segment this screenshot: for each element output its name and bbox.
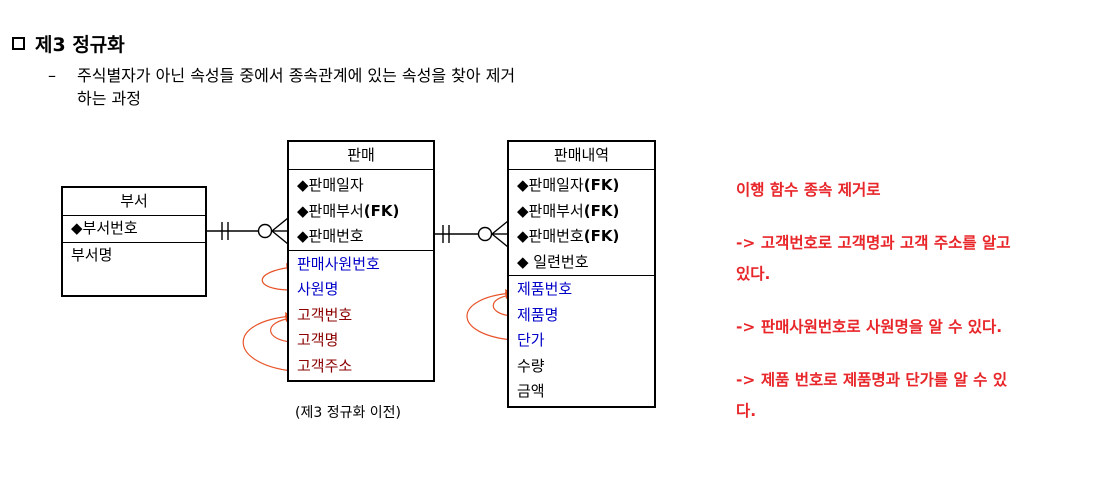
relationship-panmae-panmaenaeyeok [435, 220, 509, 248]
entity-panmaenaeyeok-attr: 제품명 [517, 305, 559, 324]
entity-panmaenaeyeok: 판매내역 ◆판매일자(FK) ◆판매부서(FK) ◆판매번호(FK) ◆ 일련번… [507, 140, 656, 408]
entity-panmae-attr: 고객명 [297, 331, 339, 349]
entity-panmae-name: 판매 [289, 142, 433, 170]
entity-busuh: 부서 ◆부서번호 부서명 [61, 186, 207, 297]
entity-panmaenaeyeok-attr: 단가 [517, 331, 545, 349]
entity-panmaenaeyeok-attr: 제품번호 [517, 280, 573, 298]
entity-panmae-key: ◆판매부서(FK) [297, 201, 400, 220]
entity-panmae: 판매 ◆판매일자 ◆판매부서(FK) ◆판매번호 판매사원번호 사원명 고객번호… [287, 140, 435, 382]
description-dash: – [48, 66, 56, 85]
note-2: -> 판매사원번호로 사원명을 알 수 있다. [736, 318, 1003, 336]
notes-heading: 이행 함수 종속 제거로 [736, 181, 881, 199]
entity-panmaenaeyeok-keys: ◆판매일자(FK) ◆판매부서(FK) ◆판매번호(FK) ◆ 일련번호 [509, 170, 654, 276]
diagram-caption: (제3 정규화 이전) [295, 405, 402, 421]
note-1-line-2: 있다. [736, 265, 771, 283]
entity-busuh-key: ◆부서번호 [71, 219, 138, 237]
description-line-1: 주식별자가 아닌 속성들 중에서 종속관계에 있는 속성을 찾아 제거 [77, 66, 516, 85]
dependency-arrow-gogaek [242, 315, 293, 372]
checkbox-bullet-icon [12, 37, 25, 50]
relationship-busuh-panmae [207, 217, 289, 245]
entity-panmae-attr: 고객번호 [297, 305, 353, 324]
note-1-line-1: -> 고객번호로 고객명과 고객 주소를 알고 [736, 234, 1011, 252]
entity-panmaenaeyeok-attr: 수량 [517, 356, 545, 375]
entity-panmaenaeyeok-key: ◆ 일련번호 [517, 252, 589, 271]
entity-panmae-keys: ◆판매일자 ◆판매부서(FK) ◆판매번호 [289, 170, 433, 251]
dependency-arrow-gogaekmyeong [270, 317, 293, 343]
entity-panmae-attr: 고객주소 [297, 356, 353, 375]
entity-panmae-attrs: 판매사원번호 사원명 고객번호 고객명 고객주소 [289, 251, 433, 380]
entity-panmae-attr: 판매사원번호 [297, 254, 380, 273]
entity-panmaenaeyeok-attrs: 제품번호 제품명 단가 수량 금액 [509, 276, 654, 405]
entity-panmae-key: ◆판매일자 [297, 176, 364, 194]
section-title: 제3 정규화 [12, 30, 125, 57]
entity-busuh-attr: 부서명 [71, 245, 113, 264]
note-3-line-1: -> 제품 번호로 제품명과 단가를 알 수 있 [736, 371, 1008, 389]
entity-panmae-attr: 사원명 [297, 280, 339, 298]
entity-busuh-name: 부서 [63, 188, 205, 216]
entity-busuh-keys: ◆부서번호 [63, 216, 205, 243]
description-line-2: 하는 과정 [77, 89, 141, 108]
description: – 주식별자가 아닌 속성들 중에서 종속관계에 있는 속성을 찾아 제거 하는… [48, 64, 515, 110]
notes-panel: 이행 함수 종속 제거로 -> 고객번호로 고객명과 고객 주소를 알고 있다.… [736, 175, 1096, 427]
entity-panmaenaeyeok-key: ◆판매부서(FK) [517, 201, 620, 220]
dependency-arrow-saweon [261, 266, 294, 291]
entity-panmaenaeyeok-name: 판매내역 [509, 142, 654, 170]
entity-panmae-key: ◆판매번호 [297, 227, 364, 245]
entity-panmaenaeyeok-attr: 금액 [517, 382, 545, 400]
dependency-arrow-jepum [466, 292, 513, 341]
note-3-line-2: 다. [736, 402, 757, 420]
entity-busuh-attrs: 부서명 [63, 243, 205, 269]
entity-panmaenaeyeok-key: ◆판매번호(FK) [517, 227, 620, 245]
entity-panmaenaeyeok-key: ◆판매일자(FK) [517, 176, 620, 194]
section-title-text: 제3 정규화 [35, 34, 125, 56]
